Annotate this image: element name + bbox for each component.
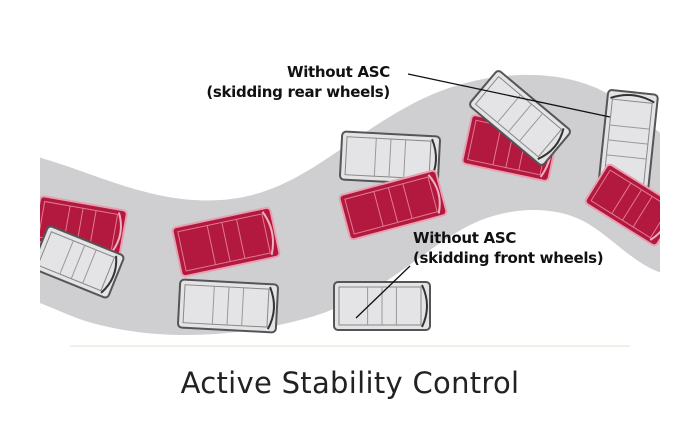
label-front-line2: (skidding front wheels) [413,249,604,267]
van-grey [177,278,279,334]
label-rear-line2: (skidding rear wheels) [206,83,390,101]
pointer-line-front [355,265,411,319]
pointer-line-rear [407,73,611,118]
label-without-asc-rear: Without ASC (skidding rear wheels) [206,62,390,102]
label-without-asc-front: Without ASC (skidding front wheels) [413,228,604,268]
van-red [584,163,660,247]
van-grey [333,281,431,331]
label-front-line1: Without ASC [413,229,517,247]
van-grey [40,225,125,299]
van-red [171,206,281,278]
van-red [338,169,448,241]
label-rear-line1: Without ASC [286,63,390,81]
diagram-title: Active Stability Control [180,366,520,400]
